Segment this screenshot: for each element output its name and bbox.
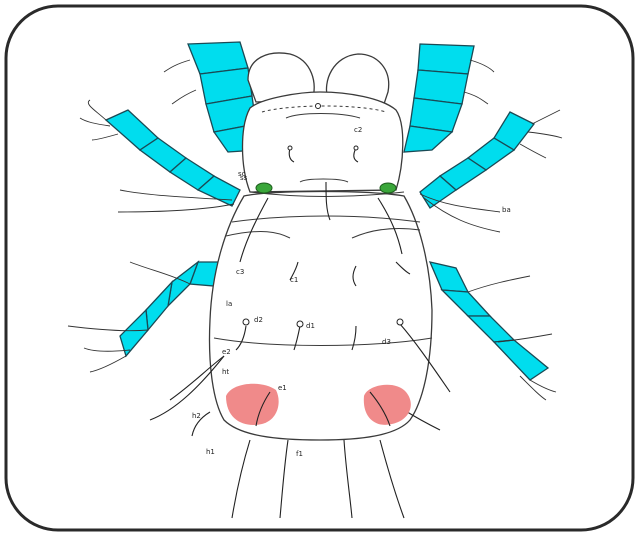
label-f1: f1 [296, 450, 303, 458]
propodosoma [243, 92, 403, 192]
label-h2: h2 [192, 412, 201, 420]
label-ss: ss [240, 174, 248, 182]
green-marker-right [380, 183, 396, 193]
label-la: la [226, 300, 232, 308]
label-d2: d2 [254, 316, 263, 324]
label-d3: d3 [382, 338, 391, 346]
label-d1: d1 [306, 322, 315, 330]
label-c3: c3 [236, 268, 244, 276]
label-c1: c1 [290, 276, 298, 284]
label-e1: e1 [278, 384, 287, 392]
label-h1: h1 [206, 448, 215, 456]
label-c2: c2 [354, 126, 362, 134]
label-ba: ba [502, 206, 511, 214]
label-ht: ht [222, 368, 229, 376]
label-e2: e2 [222, 348, 231, 356]
green-marker-left [256, 183, 272, 193]
